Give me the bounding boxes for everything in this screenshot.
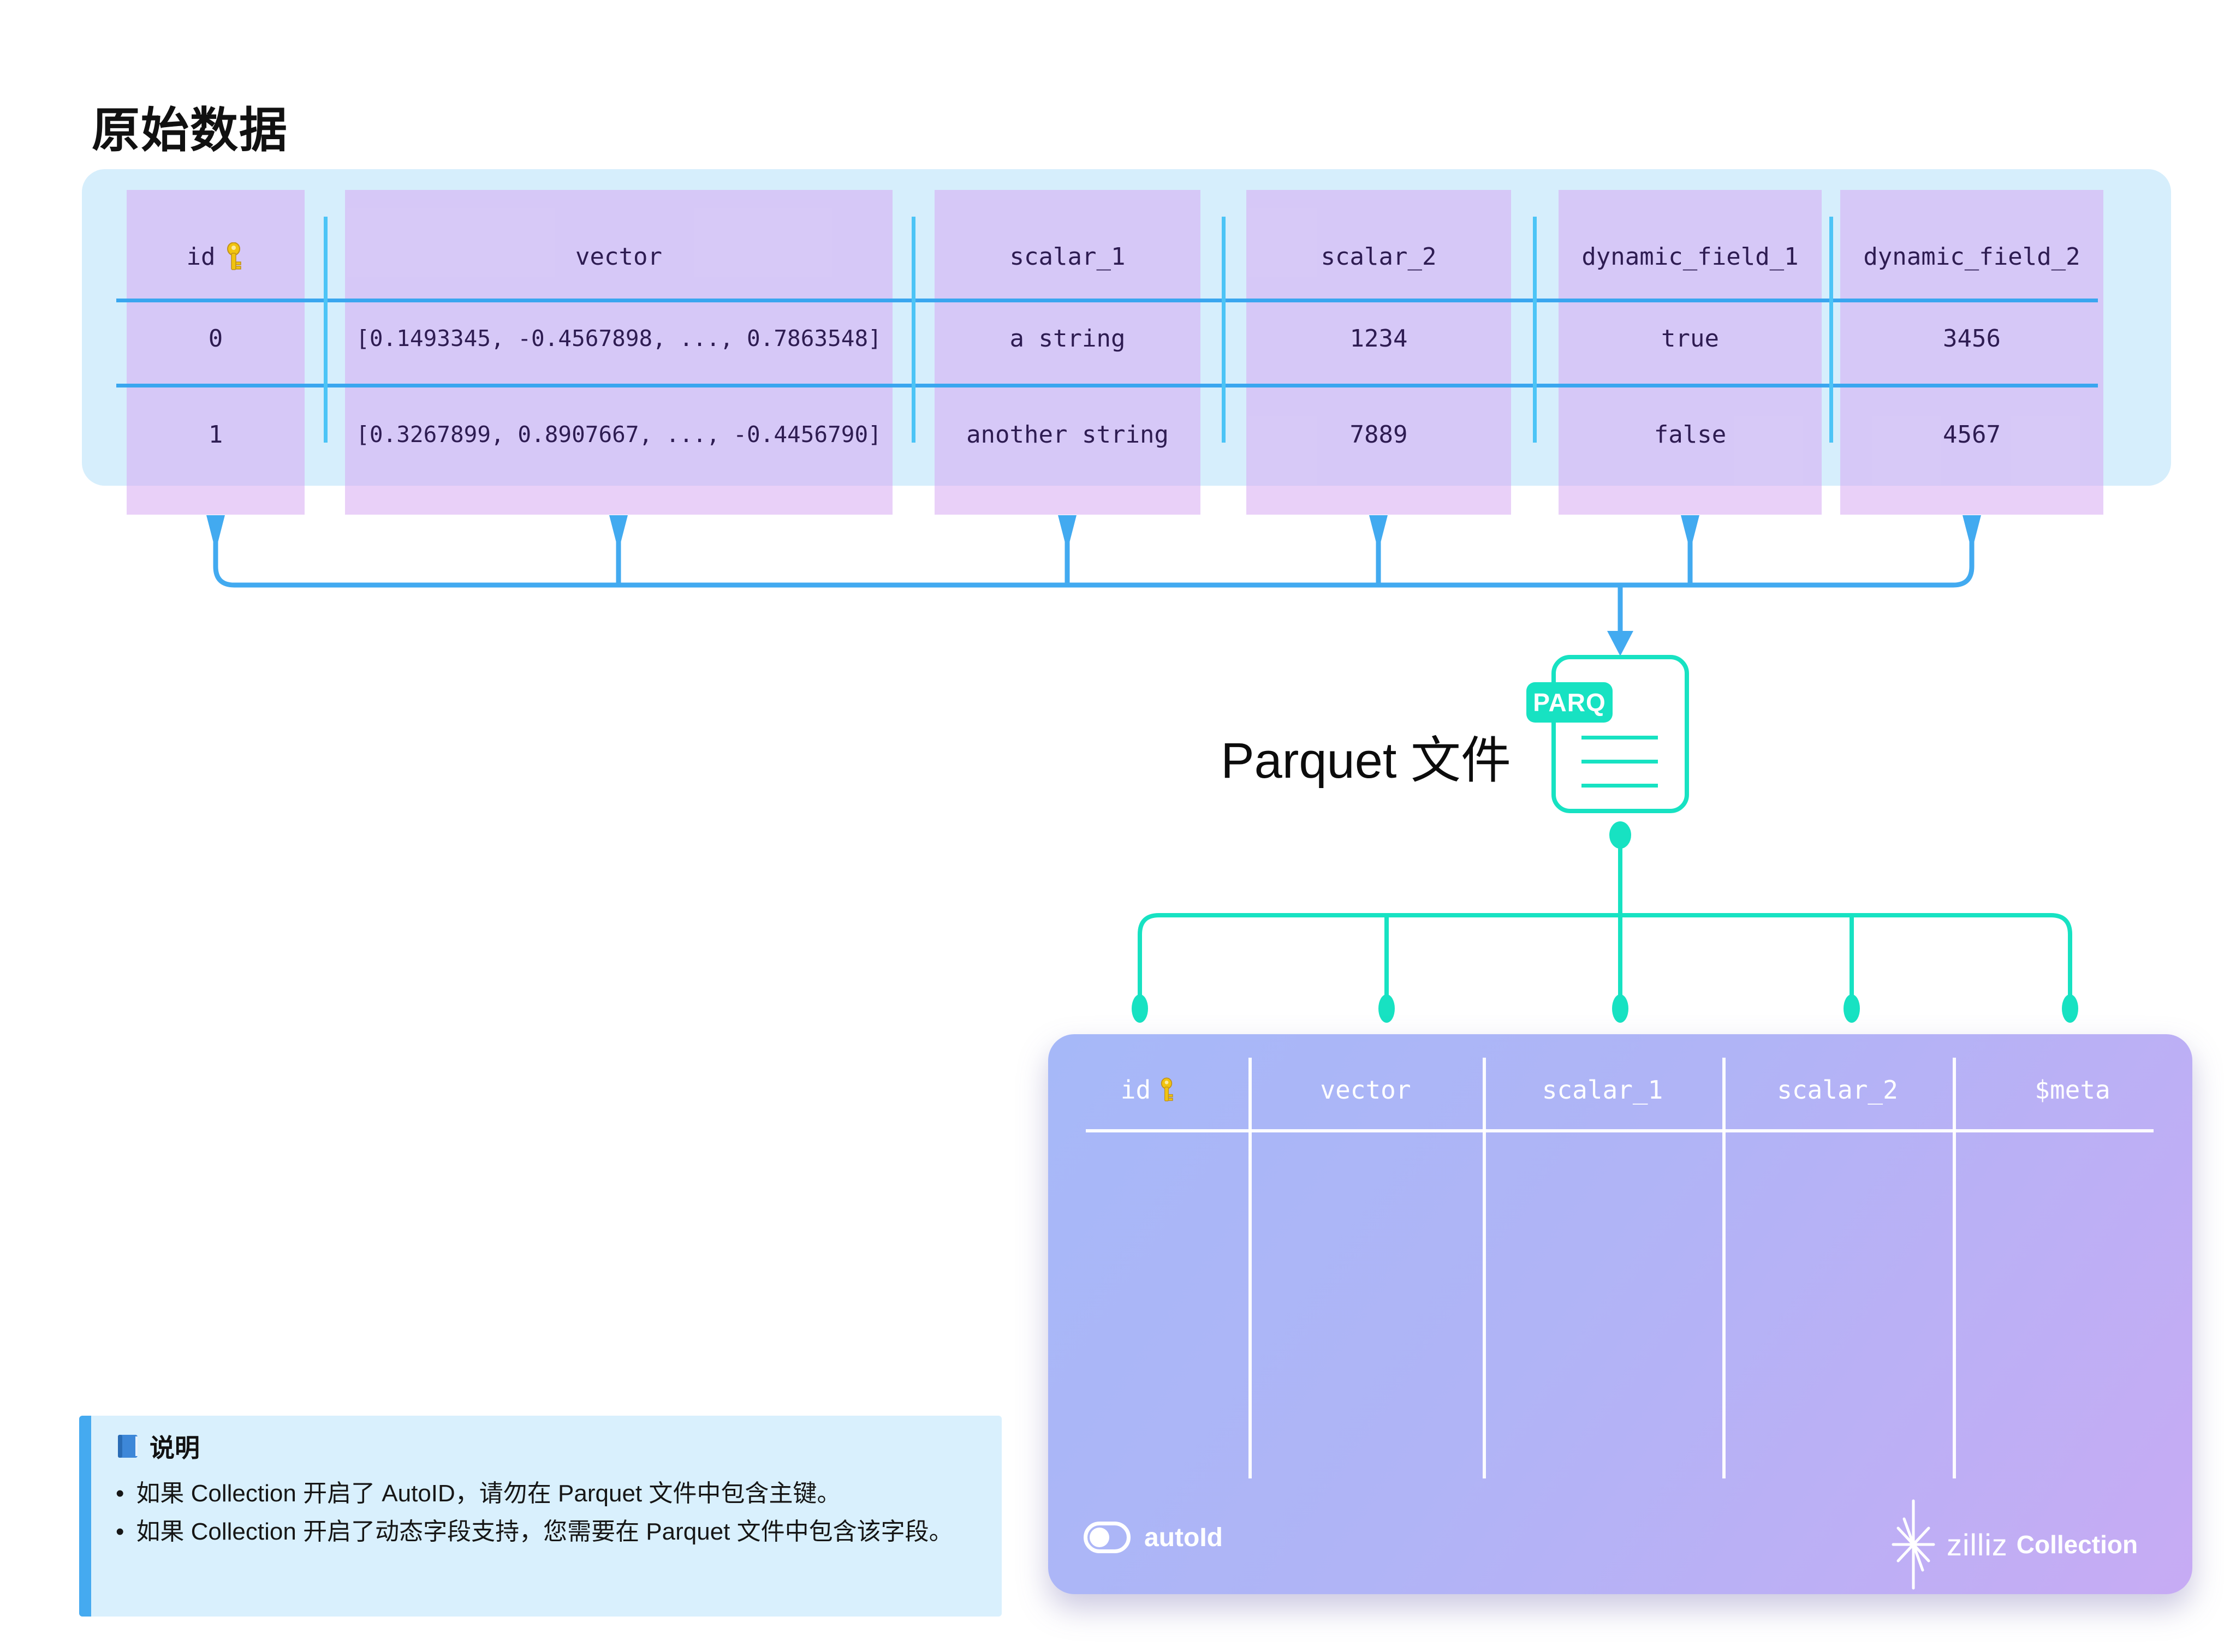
collection-header-divider [1086, 1129, 2154, 1132]
parquet-badge: PARQ [1526, 682, 1613, 723]
parquet-label: Parquet 文件 [1221, 732, 1511, 789]
raw-cell-r1-id: 1 [208, 420, 223, 449]
collection-separator-1 [1248, 1058, 1252, 1478]
raw-column-band-scalar2 [1246, 190, 1511, 515]
parquet-arrowhead [1607, 631, 1633, 656]
raw-cell-r1-scalar1: another string [966, 420, 1169, 449]
raw-separator-2 [912, 217, 915, 443]
raw-cell-r0-dynamic1: true [1661, 324, 1719, 353]
collection-header-id: id [1048, 1073, 1248, 1107]
key-icon [1161, 1077, 1173, 1102]
raw-separator-5 [1829, 217, 1833, 443]
zilliz-wordmark: zilliz [1947, 1527, 2008, 1562]
raw-header-dynamic1: dynamic_field_1 [1581, 242, 1799, 271]
raw-header-scalar1: scalar_1 [1009, 242, 1126, 271]
parquet-doc-line [1581, 760, 1658, 764]
note-bullet-list: • 如果 Collection 开启了 AutoID，请勿在 Parquet 文… [116, 1475, 967, 1551]
collection-header-vector: vector [1320, 1075, 1411, 1105]
parquet-doc-line [1581, 784, 1658, 788]
parquet-file-icon [1551, 655, 1689, 813]
funnel-rail [213, 538, 1975, 636]
parquet-doc-line [1581, 736, 1658, 739]
collection-header-scalar1: scalar_1 [1542, 1075, 1663, 1105]
raw-separator-3 [1222, 217, 1226, 443]
raw-header-id: id [127, 239, 305, 274]
raw-column-band-dynamic2 [1840, 190, 2103, 515]
raw-separator-4 [1533, 217, 1537, 443]
raw-cell-r1-vector: [0.3267899, 0.8907667, ..., -0.4456790] [356, 421, 882, 448]
raw-separator-1 [324, 217, 328, 443]
raw-column-band-dynamic1 [1559, 190, 1822, 515]
autoid-toggle[interactable] [1084, 1522, 1131, 1553]
raw-column-band-vector [345, 190, 893, 515]
raw-column-band-scalar1 [935, 190, 1200, 515]
collection-separator-2 [1483, 1058, 1486, 1478]
raw-header-vector: vector [575, 242, 662, 271]
collection-header-meta: $meta [2035, 1075, 2110, 1105]
raw-row-divider [116, 384, 2098, 387]
note-title-row: 说明 [116, 1430, 200, 1463]
zilliz-brand: zilliz Collection [1889, 1499, 2138, 1590]
bullet-dot: • [116, 1480, 124, 1507]
autoid-label: autoId [1144, 1523, 1223, 1552]
raw-header-id-label: id [186, 242, 216, 271]
raw-cell-r0-scalar2: 1234 [1349, 324, 1408, 353]
raw-cell-r0-dynamic2: 3456 [1943, 324, 2001, 353]
raw-header-divider [116, 299, 2098, 302]
raw-cell-r1-scalar2: 7889 [1349, 420, 1408, 449]
collection-header-scalar2: scalar_2 [1777, 1075, 1898, 1105]
raw-cell-r1-dynamic2: 4567 [1943, 420, 2001, 449]
collection-separator-4 [1953, 1058, 1956, 1478]
note-bullet-text: 如果 Collection 开启了动态字段支持，您需要在 Parquet 文件中… [136, 1518, 953, 1545]
book-icon [118, 1435, 138, 1458]
note-panel [79, 1416, 1002, 1617]
collection-header-id-label: id [1120, 1075, 1151, 1105]
autoid-toggle-knob[interactable] [1090, 1528, 1109, 1547]
note-bullet: • 如果 Collection 开启了动态字段支持，您需要在 Parquet 文… [116, 1513, 967, 1551]
note-accent-stripe [79, 1416, 91, 1617]
note-bullet: • 如果 Collection 开启了 AutoID，请勿在 Parquet 文… [116, 1475, 967, 1513]
collection-separator-3 [1722, 1058, 1726, 1478]
raw-header-dynamic2: dynamic_field_2 [1863, 242, 2080, 271]
note-title: 说明 [150, 1434, 200, 1462]
raw-column-band-id [127, 190, 305, 515]
key-icon [227, 242, 242, 270]
page-title: 原始数据 [92, 103, 289, 157]
raw-cell-r0-id: 0 [208, 324, 223, 353]
raw-header-scalar2: scalar_2 [1321, 242, 1437, 271]
note-bullet-text: 如果 Collection 开启了 AutoID，请勿在 Parquet 文件中… [136, 1480, 841, 1507]
collection-wordmark: Collection [2016, 1530, 2138, 1559]
branch-endpoint-dots [1132, 821, 2078, 1023]
raw-cell-r0-scalar1: a string [1009, 324, 1126, 353]
bullet-dot: • [116, 1518, 124, 1545]
raw-cell-r0-vector: [0.1493345, -0.4567898, ..., 0.7863548] [356, 325, 882, 351]
collection-panel [1048, 1034, 2192, 1594]
branch-rail [1138, 845, 2072, 1004]
column-arrow-tips [206, 515, 1981, 551]
raw-cell-r1-dynamic1: false [1654, 420, 1727, 449]
zilliz-starburst-icon [1892, 1499, 1935, 1590]
